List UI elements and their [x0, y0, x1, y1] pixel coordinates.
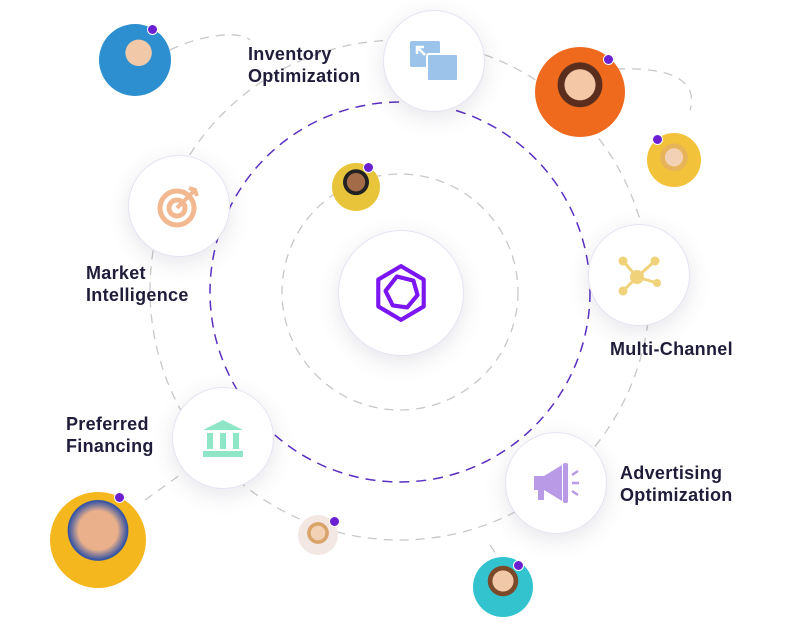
feature-preferred-financing[interactable]	[172, 387, 274, 489]
bank-icon	[203, 420, 243, 457]
megaphone-icon	[534, 463, 579, 503]
avatar	[473, 557, 533, 617]
feature-multi-channel[interactable]	[588, 224, 690, 326]
feature-inventory-optimization[interactable]	[383, 10, 485, 112]
status-dot	[363, 162, 374, 173]
network-icon	[618, 256, 661, 296]
status-dot	[652, 134, 663, 145]
resize-windows-icon	[410, 41, 458, 81]
status-dot	[329, 516, 340, 527]
target-icon	[157, 186, 199, 228]
avatar	[99, 24, 171, 96]
center-logo	[338, 230, 464, 356]
avatar	[50, 492, 146, 588]
status-dot	[114, 492, 125, 503]
feature-market-intelligence[interactable]	[128, 155, 230, 257]
status-dot	[603, 54, 614, 65]
status-dot	[513, 560, 524, 571]
status-dot	[147, 24, 158, 35]
feature-advertising-optimization[interactable]	[505, 432, 607, 534]
hexagon-logo-icon	[376, 264, 426, 322]
label-multi-channel: Multi-Channel	[610, 339, 733, 359]
